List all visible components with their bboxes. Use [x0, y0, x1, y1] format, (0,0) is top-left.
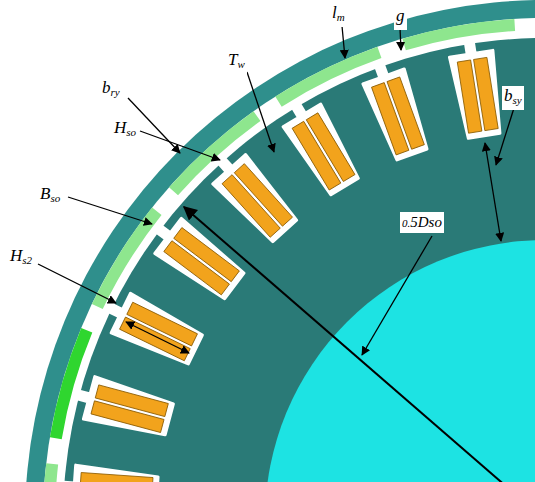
- slot-opening: [276, 92, 364, 198]
- conductor: [387, 77, 424, 149]
- stator-slot: [99, 287, 205, 369]
- leader-line: [68, 197, 152, 224]
- slot-opening: [99, 287, 205, 369]
- stator-slot: [144, 210, 248, 304]
- dimension-label: Hs2: [8, 246, 34, 270]
- dimension-label: 0.5Dso: [400, 212, 444, 233]
- dimension-arrow: [485, 143, 501, 241]
- leader-lines: [38, 26, 530, 482]
- leader-line: [400, 28, 401, 50]
- slot-opening: [70, 373, 175, 441]
- leader-line: [140, 131, 220, 160]
- leader-line: [342, 26, 345, 58]
- stator-slot: [358, 56, 433, 162]
- stator-core: [63, 38, 535, 482]
- conductor: [95, 385, 168, 417]
- conductor: [474, 57, 499, 130]
- dimension-label: Tw: [226, 50, 247, 74]
- rotor-yoke: [25, 0, 535, 482]
- dimension-arrow: [126, 322, 189, 353]
- stator-slot: [447, 37, 506, 140]
- dimension-label: Bso: [38, 184, 62, 208]
- leader-line: [38, 264, 116, 303]
- dimension-label: Hso: [112, 118, 138, 142]
- stator-slot: [59, 464, 159, 482]
- leader-line: [362, 236, 432, 355]
- stator-slot: [70, 373, 175, 441]
- dimension-label: bsy: [502, 86, 524, 110]
- conductor: [306, 113, 355, 182]
- leader-line: [247, 72, 274, 152]
- stator-slot: [276, 92, 364, 198]
- dimension-label: bry: [100, 78, 122, 102]
- rotor-inner: [43, 18, 535, 482]
- slot-opening: [59, 464, 159, 482]
- slot-opening: [144, 210, 248, 304]
- slot-opening: [358, 56, 433, 162]
- conductor: [234, 164, 292, 227]
- shaft: [265, 240, 535, 482]
- slot-opening: [447, 37, 506, 140]
- leader-line: [496, 108, 514, 165]
- dimension-label: g: [394, 6, 407, 30]
- magnet: [43, 463, 58, 482]
- conductor: [174, 228, 240, 282]
- dimension-arrow: [184, 207, 530, 482]
- conductor: [80, 473, 153, 482]
- dimension-label: lm: [330, 3, 347, 27]
